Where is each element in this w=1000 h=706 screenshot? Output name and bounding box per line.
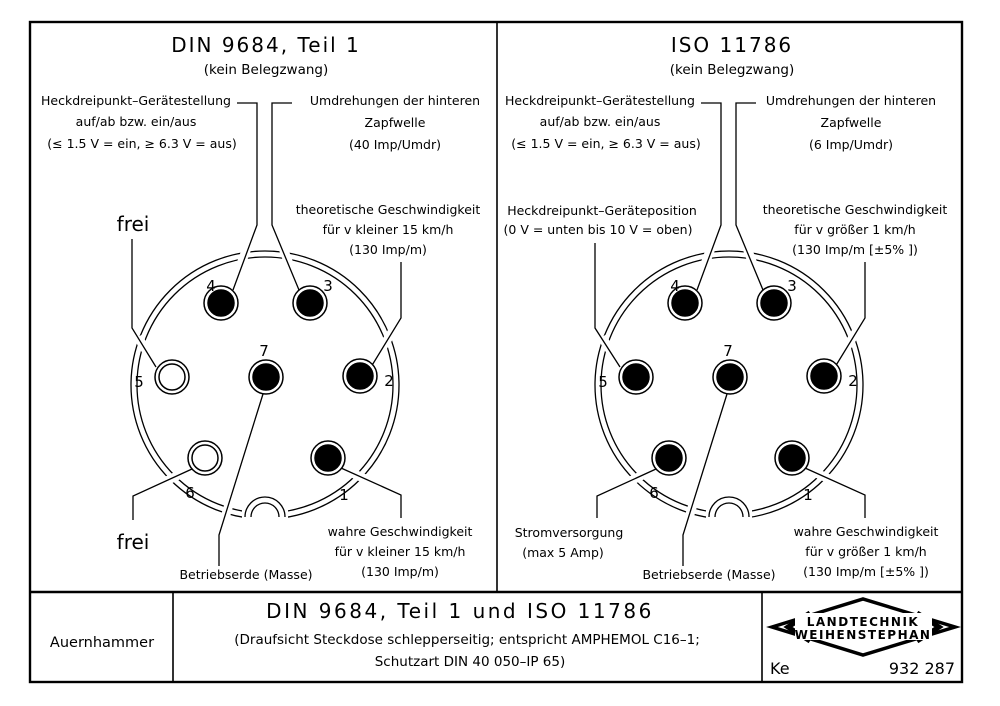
din-ground-label: Betriebserde (Masse) <box>179 567 312 582</box>
din-pto-label-1: Umdrehungen der hinteren <box>310 93 480 108</box>
drawing-frame <box>28 20 964 684</box>
din-pin-2-number: 2 <box>384 372 394 390</box>
iso-pin-5: 5 <box>598 359 654 395</box>
drawing-subtitle-2: Schutzart DIN 40 050–IP 65) <box>375 654 566 670</box>
signature-initials: Ke <box>770 659 790 678</box>
logo-text-1: LANDTECHNIK <box>807 615 919 629</box>
din-pto-label-3: (40 Imp/Umdr) <box>349 137 441 152</box>
iso-pin-6: 6 <box>649 440 687 502</box>
din-pin-3: 3 <box>292 277 333 321</box>
din-pin-5: 5 <box>134 359 190 395</box>
iso-pin5-label-1: Heckdreipunkt–Geräteposition <box>507 203 697 218</box>
din-hitch-label-1: Heckdreipunkt–Gerätestellung <box>41 93 231 108</box>
iso-theo-label-3: (130 Imp/m [±5% ]) <box>792 242 918 257</box>
din-annotations: Heckdreipunkt–Gerätestellung auf/ab bzw.… <box>41 93 480 582</box>
iso-pto-label-1: Umdrehungen der hinteren <box>766 93 936 108</box>
panel-iso11786: ISO 11786 (kein Belegzwang) <box>504 33 948 582</box>
drawing-title: DIN 9684, Teil 1 und ISO 11786 <box>266 599 654 623</box>
din-pin-6: 6 <box>185 440 223 502</box>
iso-hitch-label-1: Heckdreipunkt–Gerätestellung <box>505 93 695 108</box>
din-truespeed-label-2: für v kleiner 15 km/h <box>335 544 466 559</box>
iso-pin-2: 2 <box>806 358 858 394</box>
iso-ground-label: Betriebserde (Masse) <box>642 567 775 582</box>
iso-pin-7-number: 7 <box>723 342 733 360</box>
logo-text-2: WEIHENSTEPHAN <box>795 628 932 642</box>
iso-hitch-label-2: auf/ab bzw. ein/aus <box>540 114 661 129</box>
panel-din9684: DIN 9684, Teil 1 (kein Belegzwang) <box>41 33 480 582</box>
din-pin6-label: frei <box>117 530 150 554</box>
panel-iso-title: ISO 11786 <box>671 33 793 57</box>
iso-leader-lines <box>594 102 866 566</box>
din-pin-4: 4 <box>203 277 239 321</box>
din-theo-label-3: (130 Imp/m) <box>349 242 427 257</box>
din-leader-lines <box>131 102 402 566</box>
iso-pin-1-number: 1 <box>803 486 813 504</box>
din-pin-4-number: 4 <box>206 277 216 295</box>
din-pin-3-number: 3 <box>323 277 333 295</box>
iso-pto-label-2: Zapfwelle <box>821 115 882 130</box>
din-pin-1-number: 1 <box>339 486 349 504</box>
din-truespeed-label-1: wahre Geschwindigkeit <box>328 524 473 539</box>
drawing-number: 932 287 <box>889 659 955 678</box>
drawing-subtitle-1: (Draufsicht Steckdose schlepperseitig; e… <box>234 632 700 648</box>
iso-theo-label-2: für v größer 1 km/h <box>794 222 915 237</box>
din-pin-6-number: 6 <box>185 484 195 502</box>
din-pin-2: 2 <box>342 358 394 394</box>
din-pin-1: 1 <box>310 440 349 504</box>
iso-hitch-label-3: (≤ 1.5 V = ein, ≥ 6.3 V = aus) <box>511 136 700 151</box>
iso-pin-2-number: 2 <box>848 372 858 390</box>
din-pin-5-number: 5 <box>134 373 144 391</box>
author-name: Auernhammer <box>50 635 154 651</box>
din-theo-label-1: theoretische Geschwindigkeit <box>296 202 481 217</box>
iso-pto-label-3: (6 Imp/Umdr) <box>809 137 893 152</box>
iso-pin-3-number: 3 <box>787 277 797 295</box>
iso-pin-4-number: 4 <box>670 277 680 295</box>
iso-truespeed-label-1: wahre Geschwindigkeit <box>794 524 939 539</box>
iso-pin6-label-1: Stromversorgung <box>515 525 624 540</box>
iso-pin-7: 7 <box>712 342 748 395</box>
din-pto-label-2: Zapfwelle <box>365 115 426 130</box>
panel-din-title: DIN 9684, Teil 1 <box>171 33 361 57</box>
panel-iso-subtitle: (kein Belegzwang) <box>670 62 795 78</box>
title-block: Auernhammer DIN 9684, Teil 1 und ISO 117… <box>50 597 962 678</box>
iso-pin5-label-2: (0 V = unten bis 10 V = oben) <box>504 222 693 237</box>
din-hitch-label-2: auf/ab bzw. ein/aus <box>76 114 197 129</box>
panel-din-subtitle: (kein Belegzwang) <box>204 62 329 78</box>
din-theo-label-2: für v kleiner 15 km/h <box>323 222 454 237</box>
din-hitch-label-3: (≤ 1.5 V = ein, ≥ 6.3 V = aus) <box>47 136 236 151</box>
din-truespeed-label-3: (130 Imp/m) <box>361 564 439 579</box>
iso-pin6-label-2: (max 5 Amp) <box>522 545 604 560</box>
iso-theo-label-1: theoretische Geschwindigkeit <box>763 202 948 217</box>
din-pin-7: 7 <box>248 342 284 395</box>
din-pin5-label: frei <box>117 212 150 236</box>
iso-annotations: Heckdreipunkt–Gerätestellung auf/ab bzw.… <box>504 93 948 582</box>
iso-pin-4: 4 <box>667 277 703 321</box>
landtechnik-weihenstephan-logo: LANDTECHNIK WEIHENSTEPHAN <box>766 597 962 657</box>
din-pin-7-number: 7 <box>259 342 269 360</box>
iso-pin-6-number: 6 <box>649 484 659 502</box>
iso-truespeed-label-3: (130 Imp/m [±5% ]) <box>803 564 929 579</box>
iso-pin-5-number: 5 <box>598 373 608 391</box>
iso-pin-1: 1 <box>774 440 813 504</box>
iso-truespeed-label-2: für v größer 1 km/h <box>805 544 926 559</box>
iso-pin-3: 3 <box>756 277 797 321</box>
